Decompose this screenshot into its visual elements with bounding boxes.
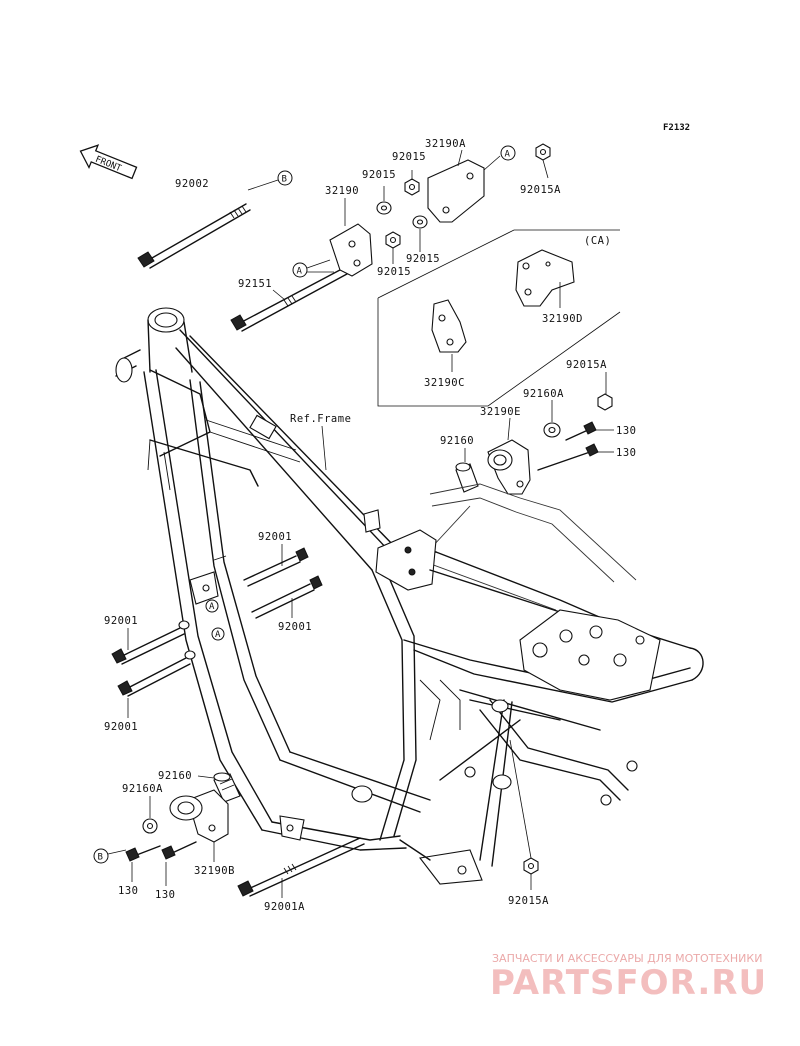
label-92015-top2: 92015 (362, 169, 396, 181)
nut-92015-mid2 (385, 231, 401, 264)
nut-92015-top1 (404, 170, 420, 196)
washer-92015-top2 (376, 186, 392, 215)
label-92015-top1: 92015 (392, 151, 426, 163)
callout-a-frame1: A (205, 599, 219, 613)
bolt-130-r2 (537, 443, 614, 471)
label-92015-mid1: 92015 (406, 253, 440, 265)
label-92001-c: 92001 (104, 615, 138, 627)
callout-a-mid: A (292, 259, 334, 278)
watermark-tagline: ЗАПЧАСТИ И АКСЕССУАРЫ ДЛЯ МОТОТЕХНИКИ (492, 952, 762, 965)
bracket-32190B (169, 789, 229, 862)
svg-text:A: A (505, 150, 511, 160)
label-32190B: 32190B (194, 865, 235, 877)
nut-92015A-right (597, 372, 613, 411)
label-92015A-bottom: 92015A (508, 895, 549, 907)
svg-text:B: B (282, 175, 287, 185)
bolt-130-l2 (161, 841, 197, 886)
nut-92015A-top (535, 143, 551, 179)
washer-92160A-left (142, 796, 158, 834)
svg-text:A: A (215, 630, 221, 640)
front-arrow-icon: FRONT (79, 144, 138, 180)
callout-b-top: B (277, 170, 293, 186)
watermark-logo: ЗАПЧАСТИ И АКСЕССУАРЫ ДЛЯ МОТОТЕХНИКИ PA… (490, 952, 767, 1003)
svg-text:A: A (209, 602, 215, 612)
label-32190A: 32190A (425, 138, 466, 150)
bolt-92001-a (243, 544, 309, 587)
bolt-92001-c (111, 620, 190, 665)
bracket-32190A (427, 149, 485, 223)
nut-92015A-bottom (509, 739, 539, 890)
bolt-92001-d (117, 650, 196, 718)
bolt-92151 (230, 261, 359, 332)
bracket-32190 (329, 198, 373, 277)
label-32190C: 32190C (424, 377, 465, 389)
bolt-130-r1 (565, 421, 614, 441)
label-32190D: 32190D (542, 313, 583, 325)
motorcycle-frame (115, 307, 704, 885)
label-92015A-right: 92015A (566, 359, 607, 371)
label-92160-right: 92160 (440, 435, 474, 447)
ca-label: (CA) (584, 235, 611, 247)
label-130-l2: 130 (155, 889, 175, 901)
label-92015-mid2: 92015 (377, 266, 411, 278)
label-92160A-left: 92160A (122, 783, 163, 795)
bolt-92001-b (251, 575, 323, 619)
label-92002: 92002 (175, 178, 209, 190)
washer-92015-mid1 (412, 215, 428, 252)
svg-text:A: A (297, 267, 303, 277)
watermark-brand: PARTSFOR.RU (490, 963, 767, 1003)
ca-variant-box: (CA) 32190D 32190C (377, 229, 621, 407)
bracket-32190E (487, 417, 531, 495)
label-92001-b: 92001 (278, 621, 312, 633)
callout-a-top: A (483, 145, 516, 171)
label-92001A: 92001A (264, 901, 305, 913)
label-130-r1: 130 (616, 425, 636, 437)
bolt-92001A (237, 837, 365, 898)
label-92160-left: 92160 (158, 770, 192, 782)
label-130-l1: 130 (118, 885, 138, 897)
figure-id: F2132 (663, 123, 690, 133)
bushing-92160-left (197, 772, 241, 803)
label-92151: 92151 (238, 278, 272, 290)
bolt-130-l1 (125, 845, 161, 882)
label-92001-a: 92001 (258, 531, 292, 543)
label-130-r2: 130 (616, 447, 636, 459)
callout-b-bottom: B (93, 848, 127, 864)
label-92001-d: 92001 (104, 721, 138, 733)
label-32190E: 32190E (480, 406, 521, 418)
bolt-92002 (137, 179, 279, 269)
callout-a-frame2: A (211, 627, 225, 641)
bushing-92160-right (455, 448, 479, 493)
washer-92160A-right (543, 400, 561, 438)
label-92015A-top: 92015A (520, 184, 561, 196)
assembly-guide-right (419, 483, 637, 611)
label-92160A-right: 92160A (523, 388, 564, 400)
ref-frame-label: Ref.Frame (290, 413, 351, 425)
svg-text:B: B (98, 853, 103, 863)
label-32190: 32190 (325, 185, 359, 197)
